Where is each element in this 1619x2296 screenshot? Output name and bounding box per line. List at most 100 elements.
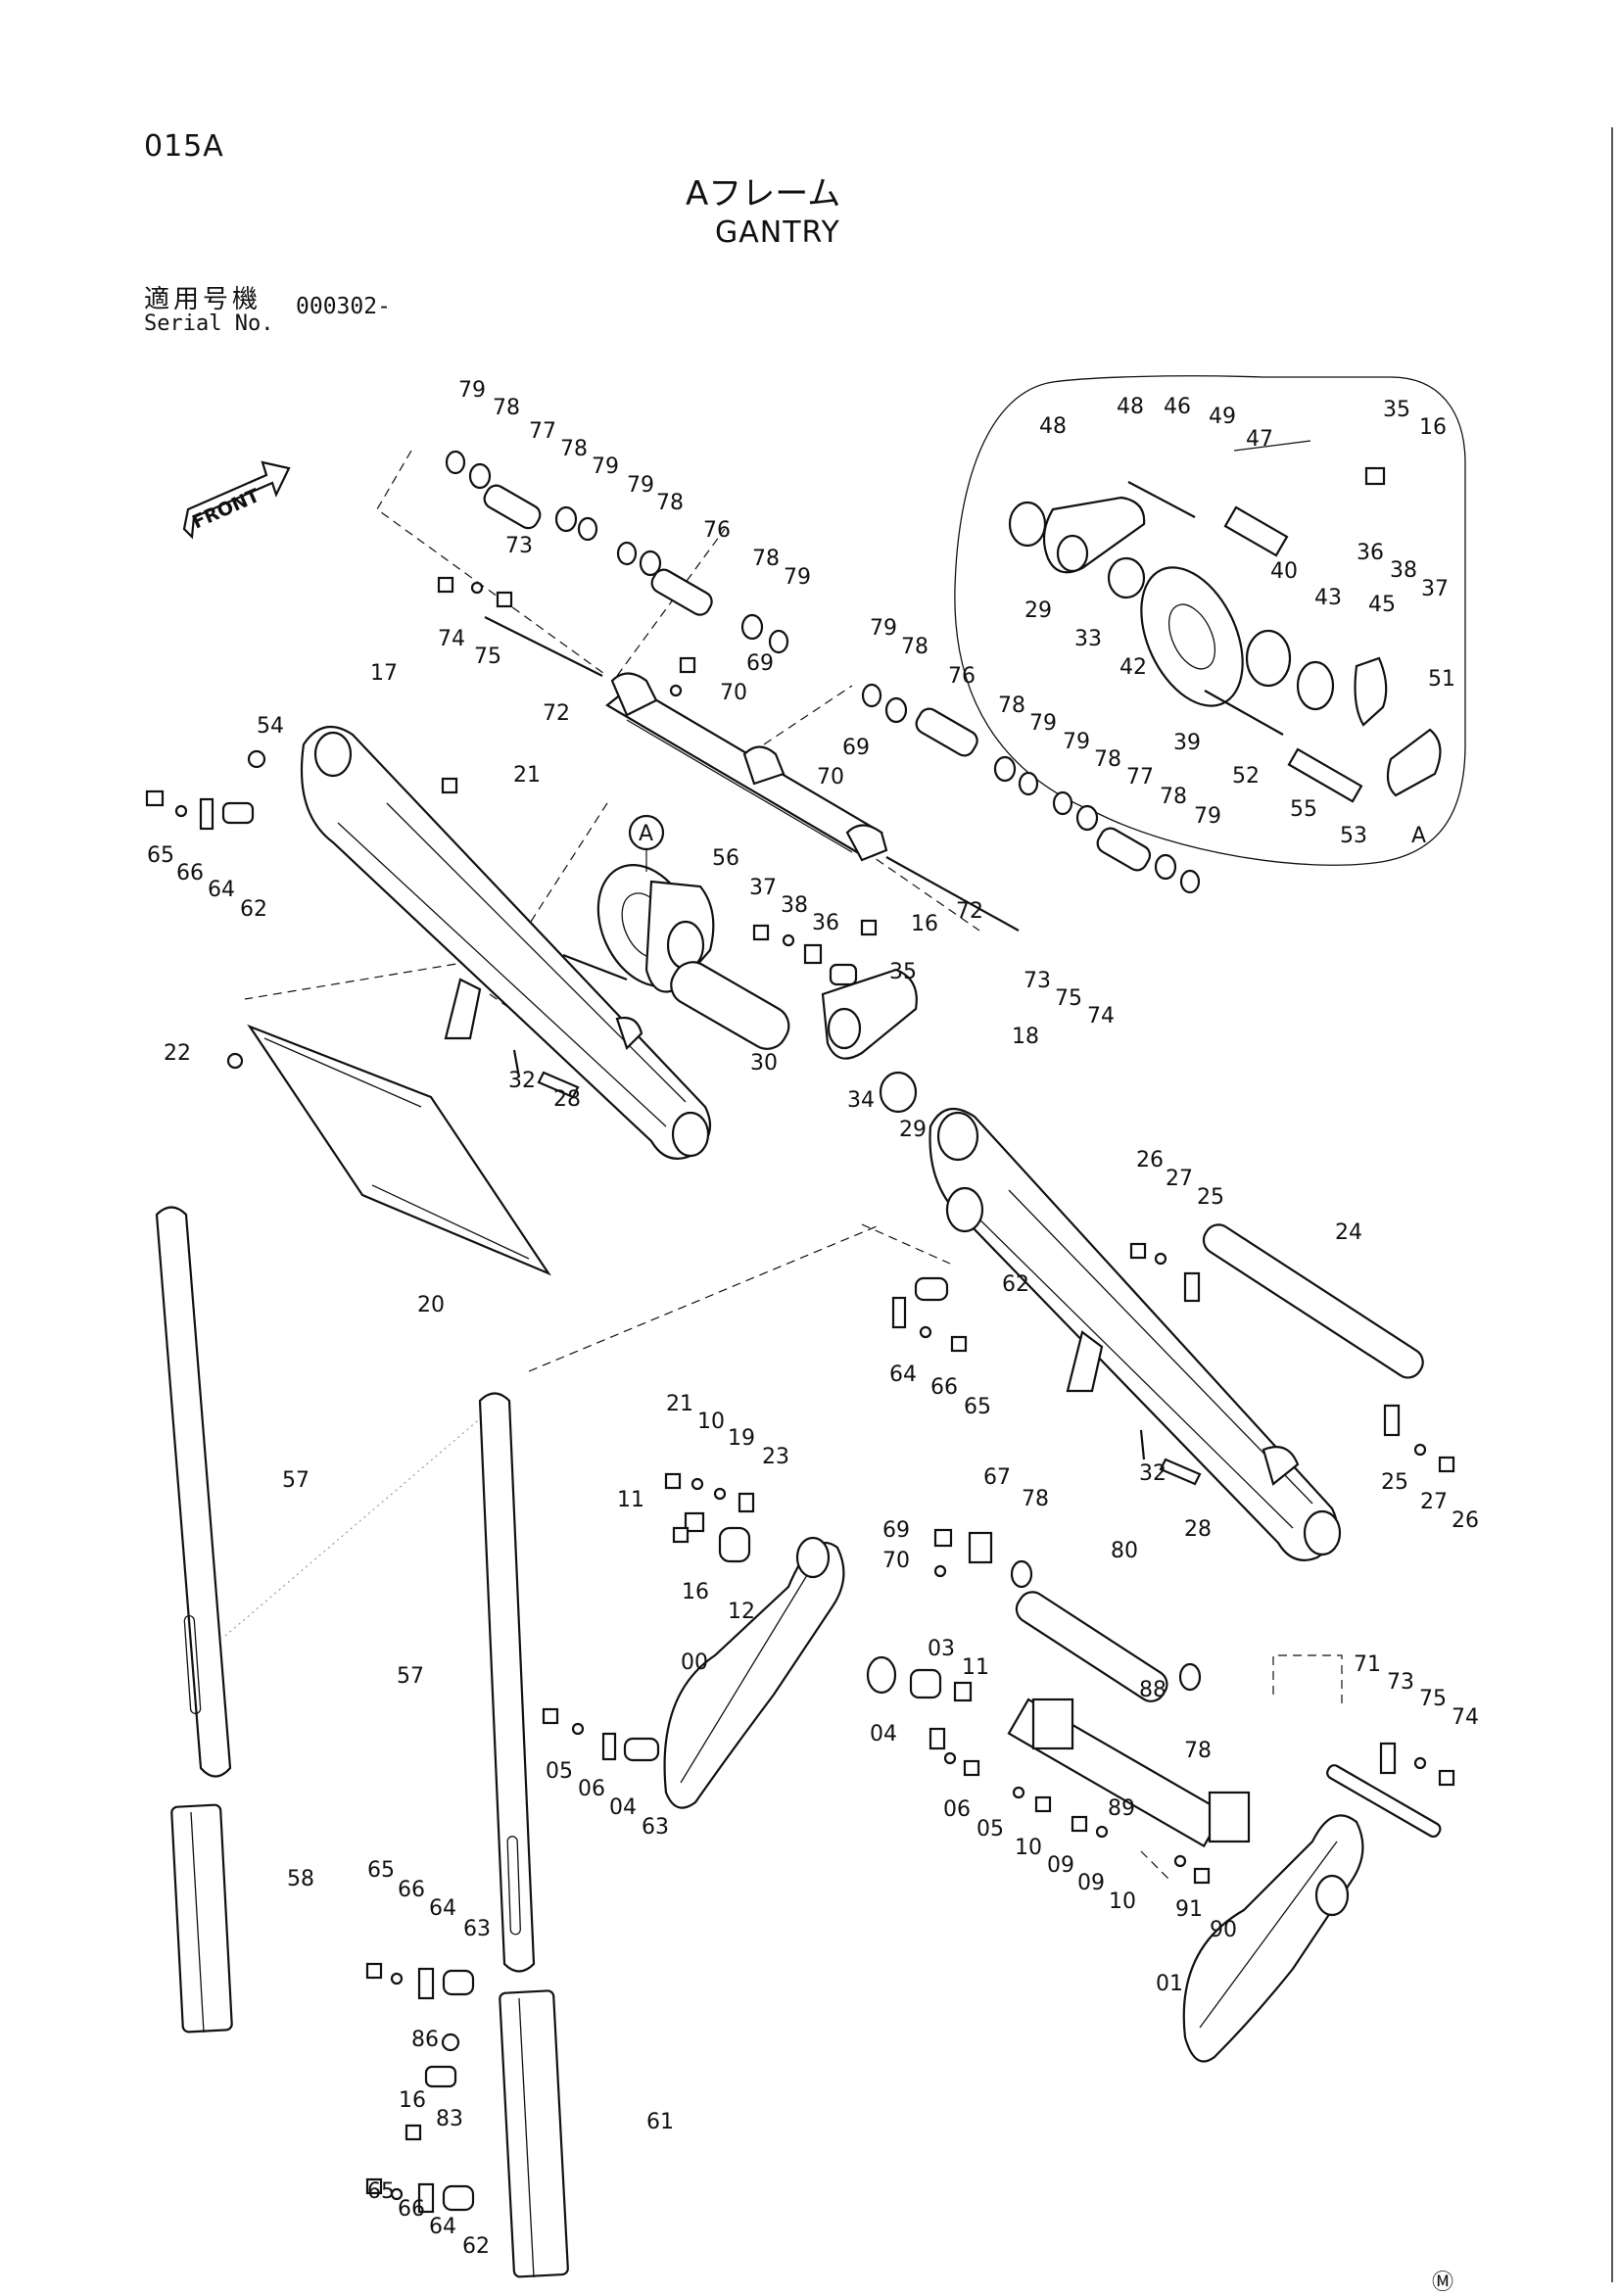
links-57 [155,1206,536,1973]
part-label-10: 10 [1015,1836,1042,1860]
part-label-10: 10 [1109,1889,1136,1914]
lower-frames [663,1472,1455,2063]
part-label-16: 16 [911,912,938,936]
part-label-79: 79 [458,378,486,403]
shaft-72-lower [885,856,1020,932]
part-label-64: 64 [889,1363,917,1387]
part-label-73: 73 [505,534,533,558]
front-arrow-icon: FRONT [182,460,291,540]
part-label-71: 71 [1354,1652,1381,1677]
part-label-51: 51 [1428,667,1455,692]
part-label-80: 80 [1111,1539,1138,1563]
part-label-06: 06 [943,1797,971,1822]
part-label-32: 32 [508,1069,536,1093]
part-label-22: 22 [164,1041,191,1066]
part-label-12: 12 [728,1600,755,1624]
part-label-89: 89 [1108,1796,1135,1821]
part-label-79: 79 [784,565,811,590]
page-title-japanese: Aフレーム [686,174,841,214]
detail-a-outline [954,375,1466,866]
part-label-66: 66 [398,2197,425,2222]
part-label-62: 62 [1002,1272,1029,1297]
part-label-35: 35 [889,960,917,984]
page-edge-rule [1611,127,1613,2282]
hardware-left [145,576,696,831]
part-label-40: 40 [1270,559,1298,584]
part-label-A: A [1411,824,1426,848]
part-label-20: 20 [417,1293,445,1317]
part-label-23: 23 [762,1445,789,1469]
part-label-65: 65 [964,1395,991,1419]
detail-a-parts [1008,466,1442,803]
part-label-78: 78 [752,547,780,571]
part-label-39: 39 [1173,731,1201,755]
part-label-19: 19 [728,1426,755,1451]
part-label-69: 69 [882,1518,910,1543]
part-label-06: 06 [578,1777,605,1801]
part-label-16: 16 [682,1580,709,1604]
part-label-62: 62 [462,2234,490,2259]
part-label-18: 18 [1012,1025,1039,1049]
part-label-67: 67 [983,1465,1011,1490]
frame-18 [929,1107,1342,1561]
hardware-right [891,1242,1455,1486]
part-label-27: 27 [1420,1490,1448,1514]
part-label-66: 66 [398,1878,425,1902]
part-label-37: 37 [1421,577,1449,601]
part-label-52: 52 [1232,764,1260,789]
part-label-21: 21 [666,1392,693,1416]
part-label-10: 10 [697,1410,725,1434]
part-label-64: 64 [208,878,235,902]
part-label-91: 91 [1175,1897,1203,1922]
part-label-05: 05 [546,1759,573,1784]
part-label-88: 88 [1139,1678,1167,1702]
bar-24 [1202,1223,1424,1379]
part-label-78: 78 [1022,1487,1049,1511]
part-label-57: 57 [397,1664,424,1689]
part-label-64: 64 [429,2215,456,2239]
part-label-75: 75 [474,645,501,669]
part-label-70: 70 [817,765,844,789]
part-label-17: 17 [370,661,398,686]
part-label-79: 79 [1063,730,1090,754]
part-label-86: 86 [411,2028,439,2052]
part-label-69: 69 [746,651,774,676]
part-label-65: 65 [367,1858,395,1883]
bushings-upper [445,450,1201,894]
part-label-53: 53 [1340,824,1367,848]
part-label-45: 45 [1368,593,1396,617]
part-label-78: 78 [1094,747,1121,772]
part-label-05: 05 [976,1817,1004,1842]
part-label-27: 27 [1166,1167,1193,1191]
part-label-54: 54 [257,714,284,739]
part-label-42: 42 [1119,655,1147,680]
part-label-48: 48 [1039,414,1067,439]
brackets [170,1803,569,2278]
part-label-38: 38 [1390,558,1417,583]
part-label-72: 72 [543,701,570,726]
part-label-77: 77 [529,419,556,444]
part-label-66: 66 [930,1375,958,1400]
part-label-73: 73 [1387,1670,1414,1695]
part-label-70: 70 [720,681,747,705]
hardware-bottom-left [365,1707,660,2214]
serial-value: 000302- [296,294,391,319]
frame-17 [300,725,712,1160]
part-label-04: 04 [870,1722,897,1746]
part-label-56: 56 [712,846,739,871]
part-label-46: 46 [1164,395,1191,419]
part-label-79: 79 [870,616,897,641]
part-label-55: 55 [1290,797,1317,822]
part-label-26: 26 [1452,1508,1479,1533]
part-label-26: 26 [1136,1148,1164,1172]
part-label-78: 78 [656,491,684,515]
serial-label-japanese: 適用号機 [144,285,262,314]
part-label-61: 61 [646,2110,674,2134]
page-code: 015A [144,129,224,164]
part-label-09: 09 [1077,1871,1105,1895]
part-label-70: 70 [882,1549,910,1573]
part-label-43: 43 [1314,586,1342,610]
part-label-04: 04 [609,1795,637,1820]
part-label-65: 65 [367,2179,395,2204]
